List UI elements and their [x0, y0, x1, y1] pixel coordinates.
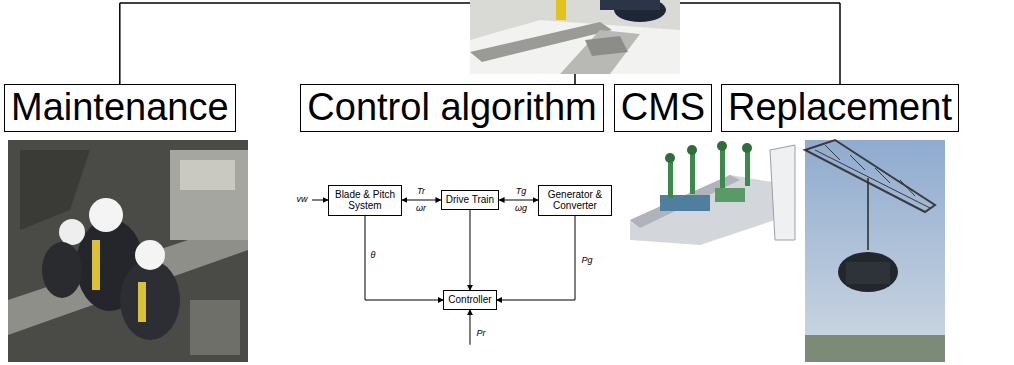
signal-name: Pr [477, 328, 486, 338]
signal-name: vw [297, 194, 308, 204]
box-label: Blade & Pitch System [333, 189, 397, 212]
box-label: Generator & Converter [543, 189, 607, 212]
category-box: Control algorithm [300, 84, 603, 132]
signal-connector [469, 210, 470, 291]
signal-arrow [312, 200, 470, 345]
signal-name: ωg [515, 203, 527, 213]
signal-name: ωr [416, 203, 426, 213]
signal-name: Tg [516, 186, 527, 196]
signal-name: ωg [515, 203, 527, 213]
block-box: Blade & Pitch System [328, 185, 402, 216]
category-box: Replacement [721, 84, 959, 132]
tree-line [120, 3, 840, 84]
signal-connector [499, 200, 538, 201]
box-label: Drive Train [446, 194, 494, 206]
signal-name: ωr [416, 203, 426, 213]
signal-name: Pr [477, 328, 486, 338]
block-box: Drive Train [441, 190, 499, 210]
box-label: Control algorithm [307, 86, 596, 130]
box-label: Controller [448, 294, 491, 306]
signal-name: Pg [581, 255, 592, 265]
block-box: Generator & Converter [538, 185, 612, 216]
signal-connector [497, 216, 575, 301]
signal-connector [365, 216, 443, 301]
category-box: Maintenance [4, 84, 236, 132]
block-box: Controller [443, 290, 496, 310]
signal-name: θ [371, 250, 376, 260]
signal-name: θ [371, 250, 376, 260]
box-label: Replacement [728, 86, 952, 130]
signal-name: Tr [417, 186, 425, 196]
signal-name: Pg [581, 255, 592, 265]
box-label: Maintenance [11, 86, 229, 130]
replacement-photo [805, 140, 945, 362]
box-label: CMS [621, 86, 705, 130]
maintenance-photo [8, 140, 248, 362]
signal-connector [402, 200, 441, 201]
signal-name: Tr [417, 186, 425, 196]
category-box: CMS [614, 84, 712, 132]
cms-illustration [622, 140, 795, 245]
signal-name: Tg [516, 186, 527, 196]
turbine-photo [470, 0, 680, 74]
signal-name: vw [297, 194, 308, 204]
